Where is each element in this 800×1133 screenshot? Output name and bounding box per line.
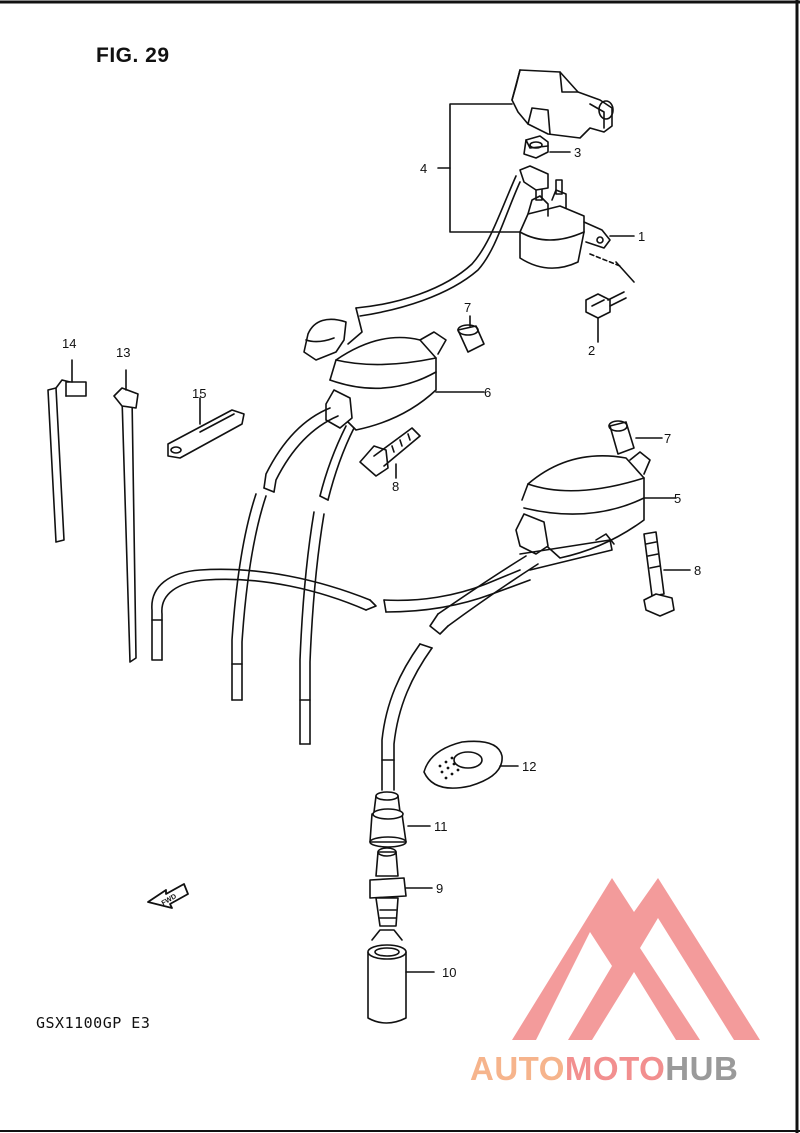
part-number-6: 6 <box>484 385 491 400</box>
part-4-spark-plug-cap <box>511 69 614 139</box>
part-number-5: 5 <box>674 491 681 506</box>
part-8-bolt-lower <box>643 531 691 617</box>
high-tension-wires <box>151 407 615 791</box>
part-8-bolt-upper <box>359 427 421 479</box>
part-number-7-upper: 7 <box>464 300 471 315</box>
part-number-10: 10 <box>442 965 456 980</box>
watermark-text-auto: AUTO <box>470 1050 565 1087</box>
part-number-9: 9 <box>436 881 443 896</box>
part-number-2: 2 <box>588 343 595 358</box>
part-number-8-lower: 8 <box>694 563 701 578</box>
forward-arrow-icon <box>147 883 189 909</box>
part-12-pad <box>423 740 519 789</box>
part-7-cap-lower <box>608 420 663 455</box>
watermark-text-hub: HUB <box>665 1050 739 1087</box>
part-number-11: 11 <box>434 819 448 834</box>
part-14-cable-tie <box>47 359 87 543</box>
part-15-clamp <box>167 397 245 459</box>
part-number-14: 14 <box>62 336 76 351</box>
part-13-cable-tie <box>113 369 139 663</box>
figure-title: FIG. 29 <box>96 44 170 67</box>
part-9-connector <box>369 847 433 927</box>
part-number-4: 4 <box>420 161 427 176</box>
part-number-1: 1 <box>638 229 645 244</box>
part-7-cap-upper <box>457 315 485 353</box>
model-code: GSX1100GP E3 <box>36 1014 151 1032</box>
relay-lead-wire <box>303 175 521 361</box>
part-1-starter-relay <box>519 165 635 283</box>
part-4-bracket <box>437 103 521 233</box>
part-number-8-upper: 8 <box>392 479 399 494</box>
part-5-ignition-coil <box>515 451 677 559</box>
part-number-3: 3 <box>574 145 581 160</box>
watermark-text: AUTOMOTOHUB <box>470 1050 738 1088</box>
part-number-15: 15 <box>192 386 206 401</box>
part-10-cover <box>367 929 435 1024</box>
part-number-12: 12 <box>522 759 536 774</box>
part-number-7-lower: 7 <box>664 431 671 446</box>
part-6-ignition-coil <box>325 331 485 431</box>
part-number-13: 13 <box>116 345 130 360</box>
part-2-screw <box>585 291 627 343</box>
watermark-text-moto: MOTO <box>564 1050 666 1087</box>
part-3-nut <box>523 135 571 159</box>
part-11-seal <box>369 791 431 848</box>
